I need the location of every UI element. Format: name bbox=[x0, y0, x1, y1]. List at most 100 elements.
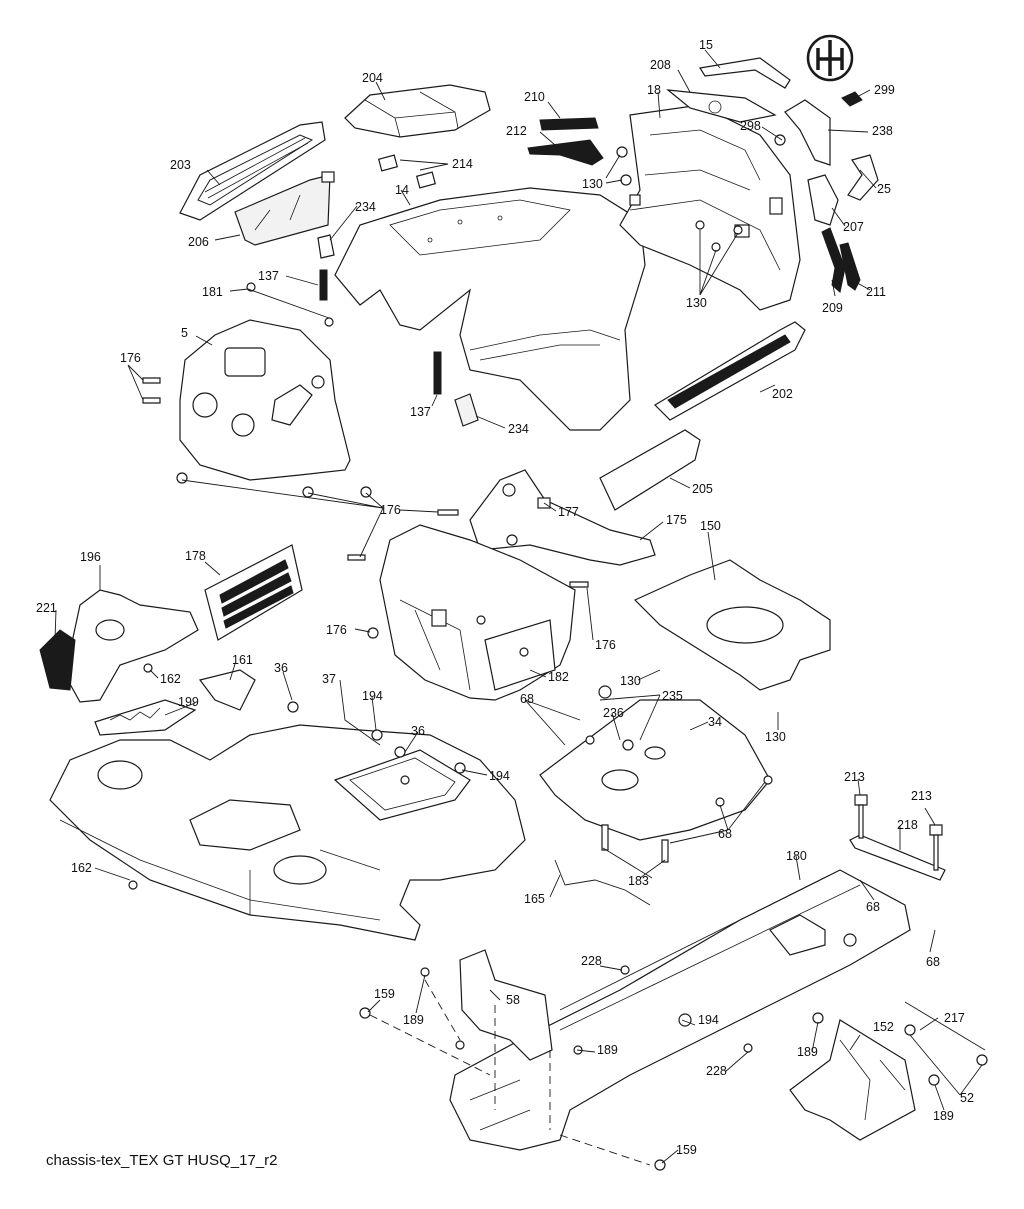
diagram-id-caption: chassis-tex_TEX GT HUSQ_17_r2 bbox=[46, 1152, 278, 1169]
label-130-a: 130 bbox=[582, 177, 603, 191]
part-218-bar bbox=[849, 834, 946, 881]
label-175: 175 bbox=[666, 513, 687, 527]
label-14: 14 bbox=[395, 183, 409, 197]
label-299: 299 bbox=[874, 83, 895, 97]
part-214-clips bbox=[377, 154, 437, 189]
label-68-b: 68 bbox=[718, 827, 732, 841]
part-58-bracket bbox=[459, 949, 553, 1061]
part-194-nut-frame bbox=[678, 1013, 692, 1027]
part-196-seat-cover bbox=[64, 589, 199, 703]
part-234-strip-bottom bbox=[454, 393, 479, 427]
label-58: 58 bbox=[506, 993, 520, 1007]
label-196: 196 bbox=[80, 550, 101, 564]
part-52-nuts bbox=[904, 1024, 988, 1066]
label-25: 25 bbox=[877, 182, 891, 196]
part-213-bolts bbox=[854, 794, 943, 871]
part-217-rod bbox=[904, 1001, 986, 1051]
label-161: 161 bbox=[232, 653, 253, 667]
part-34-plate bbox=[539, 685, 771, 841]
part-199-plate bbox=[94, 699, 197, 736]
part-15-trim bbox=[699, 57, 791, 89]
label-213-a: 213 bbox=[844, 770, 865, 784]
label-199: 199 bbox=[178, 695, 199, 709]
part-152-guard bbox=[789, 1019, 916, 1141]
label-228-a: 228 bbox=[581, 954, 602, 968]
part-162-screw-bottom bbox=[128, 880, 138, 890]
label-137-b: 137 bbox=[410, 405, 431, 419]
label-15: 15 bbox=[699, 38, 713, 52]
label-221: 221 bbox=[36, 601, 57, 615]
label-218: 218 bbox=[897, 818, 918, 832]
part-238-trim bbox=[784, 99, 831, 166]
label-238: 238 bbox=[872, 124, 893, 138]
part-130-screws-front bbox=[616, 134, 786, 252]
label-217: 217 bbox=[944, 1011, 965, 1025]
part-234-strip-top bbox=[317, 234, 335, 259]
label-130-c: 130 bbox=[620, 674, 641, 688]
label-183: 183 bbox=[628, 874, 649, 888]
label-234-b: 234 bbox=[508, 422, 529, 436]
label-165: 165 bbox=[524, 892, 545, 906]
label-211: 211 bbox=[866, 285, 886, 299]
label-176-a: 176 bbox=[120, 351, 141, 365]
label-209: 209 bbox=[822, 301, 843, 315]
label-203: 203 bbox=[170, 158, 191, 172]
label-202: 202 bbox=[772, 387, 793, 401]
label-178: 178 bbox=[185, 549, 206, 563]
label-189-a: 189 bbox=[403, 1013, 424, 1027]
label-36-b: 36 bbox=[411, 724, 425, 738]
label-18: 18 bbox=[647, 83, 661, 97]
part-212-grille bbox=[527, 139, 604, 166]
part-211-grille bbox=[839, 242, 861, 291]
label-181: 181 bbox=[202, 285, 223, 299]
label-205: 205 bbox=[692, 482, 713, 496]
label-204: 204 bbox=[362, 71, 383, 85]
part-203-grille bbox=[179, 121, 326, 221]
part-206-bracket bbox=[234, 171, 335, 246]
callout-labels: 15 208 299 204 210 18 298 238 212 203 21… bbox=[36, 38, 974, 1157]
label-177: 177 bbox=[558, 505, 579, 519]
part-159-bolts bbox=[359, 1007, 666, 1171]
label-5: 5 bbox=[181, 326, 188, 340]
label-152: 152 bbox=[873, 1020, 894, 1034]
label-176-b: 176 bbox=[380, 503, 401, 517]
husqvarna-logo-icon bbox=[806, 34, 854, 82]
label-194-a: 194 bbox=[362, 689, 383, 703]
label-213-b: 213 bbox=[911, 789, 932, 803]
part-175-bracket bbox=[469, 469, 656, 566]
part-221-decal bbox=[39, 629, 76, 691]
label-189-b: 189 bbox=[597, 1043, 618, 1057]
label-34: 34 bbox=[708, 715, 722, 729]
part-5-dash bbox=[179, 319, 351, 481]
label-207: 207 bbox=[843, 220, 864, 234]
label-68-c: 68 bbox=[866, 900, 880, 914]
label-180: 180 bbox=[786, 849, 807, 863]
label-37: 37 bbox=[322, 672, 336, 686]
label-228-b: 228 bbox=[706, 1064, 727, 1078]
part-299-emblem bbox=[841, 91, 863, 107]
label-52: 52 bbox=[960, 1091, 974, 1105]
part-25-cap bbox=[847, 154, 879, 201]
label-234-a: 234 bbox=[355, 200, 376, 214]
label-194-b: 194 bbox=[489, 769, 510, 783]
part-204-cover bbox=[344, 84, 491, 138]
label-189-d: 189 bbox=[933, 1109, 954, 1123]
label-159-a: 159 bbox=[374, 987, 395, 1001]
label-130-b: 130 bbox=[686, 296, 707, 310]
part-36-bolts bbox=[287, 701, 410, 785]
part-228-bolts bbox=[620, 965, 753, 1053]
part-180-frame bbox=[449, 869, 911, 1151]
label-235: 235 bbox=[662, 689, 683, 703]
label-176-c: 176 bbox=[326, 623, 347, 637]
part-205-panel bbox=[599, 429, 701, 511]
label-236: 236 bbox=[603, 706, 624, 720]
part-209-grille bbox=[821, 227, 846, 293]
label-298: 298 bbox=[740, 119, 761, 133]
label-189-c: 189 bbox=[797, 1045, 818, 1059]
part-161-bracket bbox=[198, 669, 256, 711]
part-68-bolts-plate bbox=[601, 775, 773, 863]
part-165-rod bbox=[554, 859, 651, 906]
part-137-strip-bottom bbox=[433, 351, 442, 395]
label-208: 208 bbox=[650, 58, 671, 72]
label-162-b: 162 bbox=[71, 861, 92, 875]
